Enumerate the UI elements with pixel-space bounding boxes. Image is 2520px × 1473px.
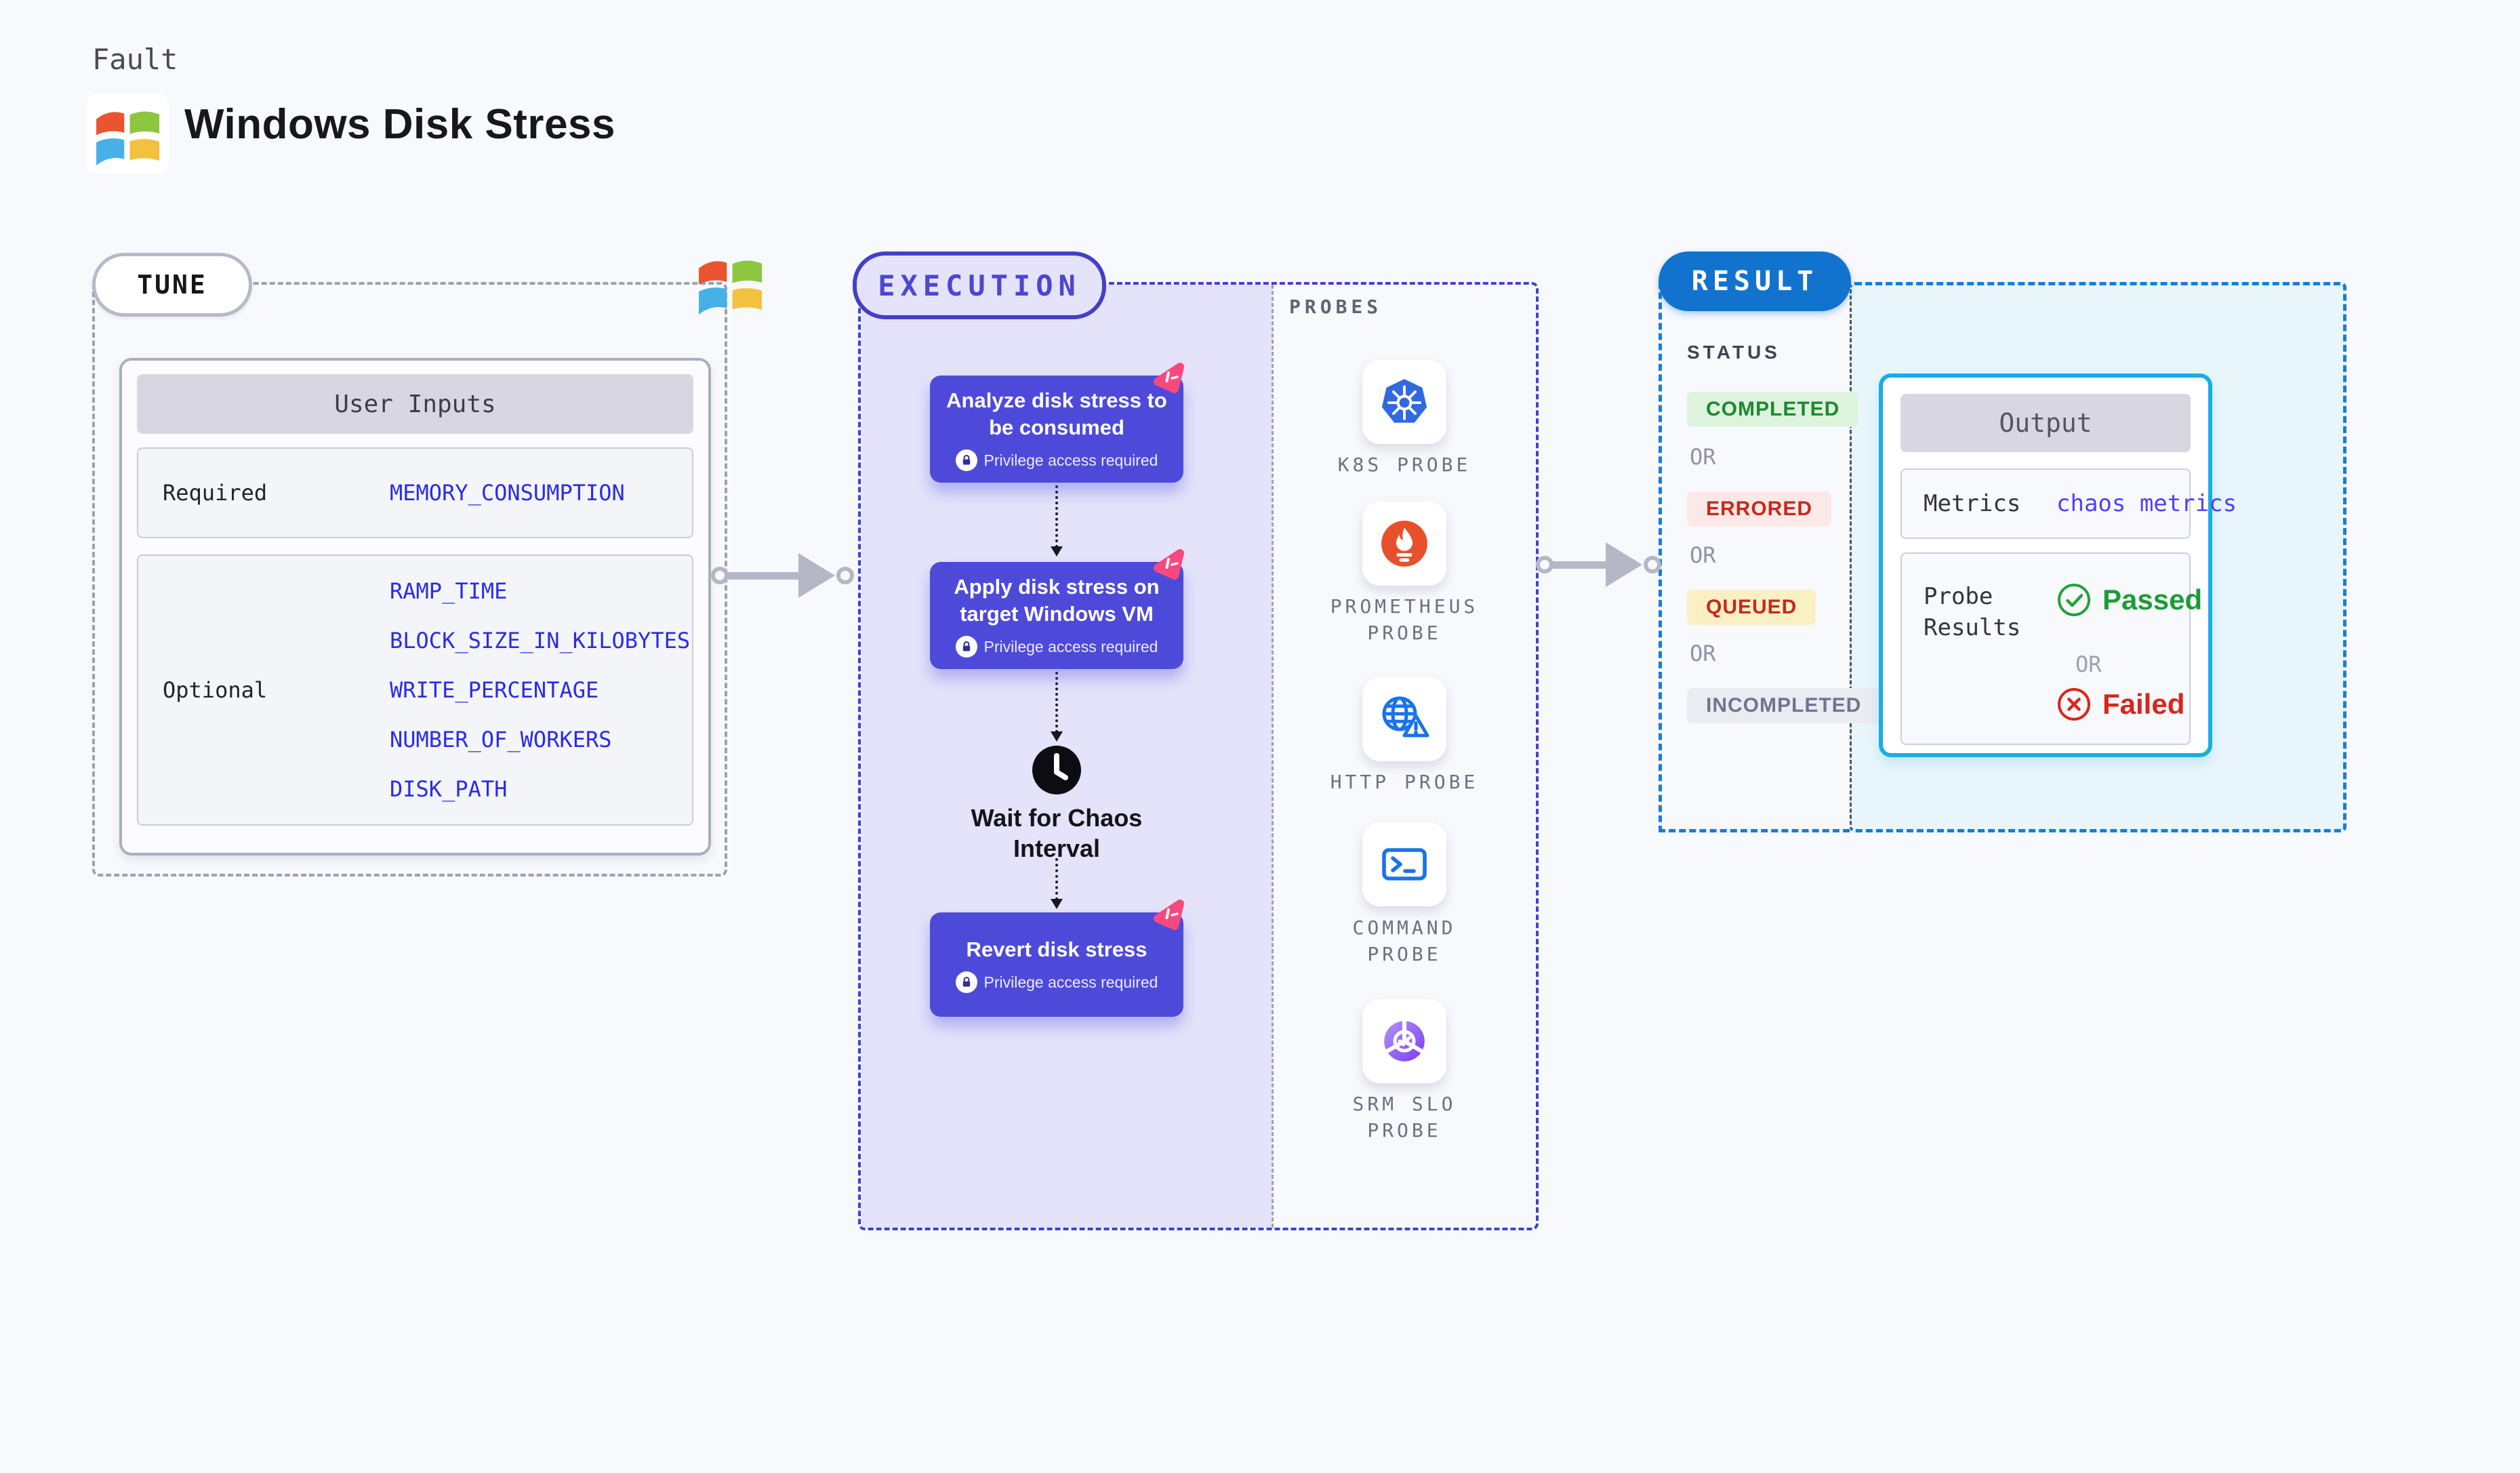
probe-label-prometheus: PROMETHEUS PROBE	[1330, 595, 1479, 644]
flow-connector	[1055, 672, 1058, 733]
terminal-icon	[1382, 848, 1427, 881]
verdict-failed: Failed	[2056, 687, 2184, 722]
status-label: STATUS	[1687, 342, 1781, 363]
connector-arrowhead	[798, 553, 835, 598]
user-inputs-title: User Inputs	[137, 374, 693, 434]
step-revert-disk-stress: Revert disk stress Privilege access requ…	[930, 900, 1184, 1017]
failed-label: Failed	[2102, 688, 2185, 720]
page-title: Windows Disk Stress	[184, 101, 616, 148]
status-badge-completed: COMPLETED	[1687, 392, 1859, 427]
connector-dot	[711, 567, 729, 584]
probe-card-srm-slo	[1362, 999, 1446, 1083]
chaos-pink-icon	[1154, 363, 1184, 393]
input-block-size: BLOCK_SIZE_IN_KILOBYTES	[390, 628, 691, 653]
probe-label-k8s: K8S PROBE	[1337, 453, 1471, 476]
probe-label-srm-slo: SRM SLO PROBE	[1352, 1093, 1457, 1142]
result-status-lane	[1659, 282, 1850, 832]
kubernetes-icon	[1381, 379, 1427, 423]
http-globe-icon	[1382, 696, 1429, 738]
check-circle-icon	[2058, 584, 2090, 616]
flow-connector	[1055, 485, 1058, 548]
output-table: Output Metrics chaos metrics Probe Resul…	[1879, 374, 2237, 757]
probe-label-http: HTTP PROBE	[1330, 771, 1479, 793]
chaos-pink-icon	[1154, 549, 1184, 580]
metrics-row: Metrics chaos metrics	[1901, 468, 2237, 539]
tune-badge: TUNE	[92, 253, 252, 317]
input-write-percentage: WRITE_PERCENTAGE	[390, 677, 599, 703]
chaos-pink-icon	[1154, 900, 1184, 930]
connector-dot	[1644, 556, 1661, 573]
input-number-of-workers: NUMBER_OF_WORKERS	[390, 727, 612, 752]
connector-arrowhead	[1606, 542, 1642, 587]
connector-line	[727, 572, 798, 580]
wait-label: Wait for Chaos Interval	[971, 804, 1143, 862]
privilege-note: Privilege access required	[955, 636, 1158, 658]
connector-line	[1551, 561, 1606, 569]
flow-arrowhead	[1051, 731, 1063, 742]
optional-inputs-row: Optional RAMP_TIME BLOCK_SIZE_IN_KILOBYT…	[137, 554, 693, 826]
input-disk-path: DISK_PATH	[390, 776, 508, 802]
required-inputs-row: Required MEMORY_CONSUMPTION	[137, 447, 693, 538]
wait-clock-icon	[1031, 744, 1082, 796]
connector-dot	[1536, 556, 1553, 573]
metrics-value: chaos metrics	[2056, 490, 2237, 517]
step-title: Revert disk stress	[966, 937, 1147, 961]
privilege-note: Privilege access required	[955, 971, 1158, 993]
probe-card-command	[1362, 822, 1446, 906]
execution-badge: EXECUTION	[853, 251, 1106, 319]
lock-icon	[955, 636, 977, 658]
step-title: Apply disk stress on target Windows VM	[954, 575, 1160, 626]
optional-label: Optional	[163, 677, 268, 703]
x-circle-icon	[2058, 688, 2090, 721]
status-badge-queued: QUEUED	[1687, 590, 1816, 625]
probes-pane	[1272, 285, 1536, 1228]
passed-label: Passed	[2102, 584, 2203, 616]
probe-card-prometheus	[1362, 502, 1446, 586]
flow-connector	[1055, 858, 1058, 900]
status-badge-errored: ERRORED	[1687, 491, 1832, 527]
privilege-note-text: Privilege access required	[983, 637, 1158, 655]
probe-card-k8s	[1362, 360, 1446, 444]
lock-icon	[955, 971, 977, 993]
step-apply-disk-stress: Apply disk stress on target Windows VM P…	[930, 549, 1184, 669]
probe-label-command: COMMAND PROBE	[1352, 916, 1457, 965]
privilege-note-text: Privilege access required	[983, 451, 1158, 469]
probe-card-http	[1362, 677, 1446, 761]
flow-arrowhead	[1051, 899, 1063, 909]
user-inputs-table: User Inputs Required MEMORY_CONSUMPTION …	[119, 358, 711, 855]
prometheus-icon	[1381, 521, 1427, 567]
input-memory-consumption: MEMORY_CONSUMPTION	[390, 480, 625, 506]
or-separator: OR	[2075, 651, 2102, 677]
status-badge-incompleted: INCOMPLETED	[1687, 688, 1881, 723]
lock-icon	[955, 449, 977, 471]
verdict-passed: Passed	[2056, 582, 2202, 618]
privilege-note: Privilege access required	[955, 449, 1158, 471]
result-badge: RESULT	[1659, 251, 1851, 311]
or-separator: OR	[1690, 542, 1716, 568]
or-separator: OR	[1690, 444, 1716, 470]
required-label: Required	[163, 480, 268, 506]
probe-results-row: Probe Results Passed OR Failed	[1901, 552, 2202, 745]
probes-title: PROBES	[1289, 296, 1383, 318]
output-title: Output	[1901, 394, 2191, 452]
step-title: Analyze disk stress to be consumed	[946, 388, 1167, 439]
connector-dot	[836, 567, 854, 584]
privilege-note-text: Privilege access required	[983, 973, 1158, 991]
windows-logo-small-icon	[694, 247, 766, 319]
input-ramp-time: RAMP_TIME	[390, 578, 508, 604]
step-analyze-disk-stress: Analyze disk stress to be consumed Privi…	[930, 363, 1184, 483]
slo-pie-icon	[1384, 1020, 1425, 1062]
fault-kicker: Fault	[92, 43, 178, 76]
metrics-label: Metrics	[1924, 490, 2021, 517]
flow-arrowhead	[1051, 546, 1063, 557]
windows-logo-icon	[86, 94, 169, 174]
probe-results-label: Probe Results	[1924, 583, 2021, 641]
or-separator: OR	[1690, 641, 1716, 666]
